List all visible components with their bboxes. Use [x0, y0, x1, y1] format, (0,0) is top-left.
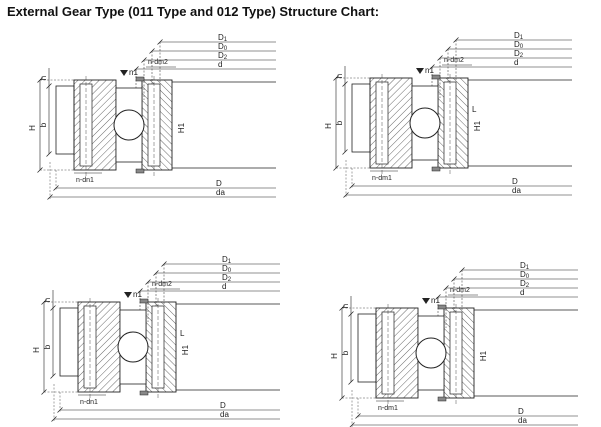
rolling-ball: [415, 337, 447, 369]
seal-bottom: [139, 390, 149, 396]
label-L: L: [472, 105, 477, 114]
seal-top: [135, 76, 145, 82]
label-D1: D1: [218, 33, 228, 43]
rolling-ball: [113, 109, 145, 141]
label-h: h: [39, 76, 48, 80]
label-D0: D0: [520, 270, 530, 280]
seal-bottom: [431, 166, 441, 172]
label-h: h: [341, 304, 350, 308]
gear-teeth-rim: [357, 313, 377, 383]
label-d: d: [520, 288, 524, 297]
label-H: H: [32, 347, 41, 353]
rolling-ball: [117, 331, 149, 363]
label-ndm2: n-dm2: [148, 59, 168, 66]
label-d: d: [218, 60, 222, 69]
label-H: H: [324, 123, 333, 129]
label-d: d: [222, 282, 226, 291]
label-H: H: [28, 125, 37, 131]
dim-tick: [46, 151, 52, 157]
label-D2: D2: [520, 279, 530, 289]
dim-tick: [348, 379, 354, 385]
chart-title: External Gear Type (011 Type and 012 Typ…: [7, 4, 380, 19]
label-ndm1: n-dm1: [378, 405, 398, 412]
n1-arrow: [124, 292, 132, 298]
dim-tick: [342, 149, 348, 155]
n1-arrow: [416, 68, 424, 74]
label-h: h: [43, 298, 52, 302]
label-da: da: [518, 416, 527, 425]
label-D2: D2: [218, 51, 228, 61]
label-D: D: [216, 179, 222, 188]
label-L: L: [180, 329, 185, 338]
label-d: d: [514, 58, 518, 67]
dim-tick: [50, 373, 56, 379]
label-ndm1: n-dm1: [372, 175, 392, 182]
label-D1: D1: [222, 255, 232, 265]
label-b: b: [335, 120, 344, 125]
label-H: H: [330, 353, 339, 359]
label-n1: n1: [431, 296, 440, 305]
label-D: D: [512, 177, 518, 186]
label-ndm2: n-dm2: [444, 57, 464, 64]
seal-top: [139, 298, 149, 304]
label-b: b: [43, 344, 52, 349]
label-n1: n1: [129, 68, 138, 77]
label-H1: H1: [479, 350, 488, 361]
label-da: da: [216, 188, 225, 197]
label-D: D: [220, 401, 226, 410]
gear-teeth-rim: [55, 85, 75, 155]
label-b: b: [341, 350, 350, 355]
label-H1: H1: [181, 344, 190, 355]
label-ndn1: n-dn1: [80, 399, 98, 406]
label-D0: D0: [514, 40, 524, 50]
n1-arrow: [120, 70, 128, 76]
label-b: b: [39, 122, 48, 127]
seal-bottom: [437, 396, 447, 402]
label-n1: n1: [425, 66, 434, 75]
gear-teeth-rim: [351, 83, 371, 153]
seal-bottom: [135, 168, 145, 174]
seal-top: [437, 304, 447, 310]
label-H1: H1: [473, 120, 482, 131]
label-n1: n1: [133, 290, 142, 299]
n1-arrow: [422, 298, 430, 304]
label-D2: D2: [222, 273, 232, 283]
rolling-ball: [409, 107, 441, 139]
label-ndn1: n-dn1: [76, 177, 94, 184]
label-da: da: [512, 186, 521, 195]
label-H1: H1: [177, 122, 186, 133]
label-h: h: [335, 74, 344, 78]
label-da: da: [220, 410, 229, 419]
gear-teeth-rim: [59, 307, 79, 377]
label-D1: D1: [520, 261, 530, 271]
label-ndm2: n-dm2: [152, 281, 172, 288]
label-D: D: [518, 407, 524, 416]
label-D0: D0: [218, 42, 228, 52]
label-D2: D2: [514, 49, 524, 59]
label-ndm2: n-dm2: [450, 287, 470, 294]
label-D0: D0: [222, 264, 232, 274]
label-D1: D1: [514, 31, 524, 41]
seal-top: [431, 74, 441, 80]
